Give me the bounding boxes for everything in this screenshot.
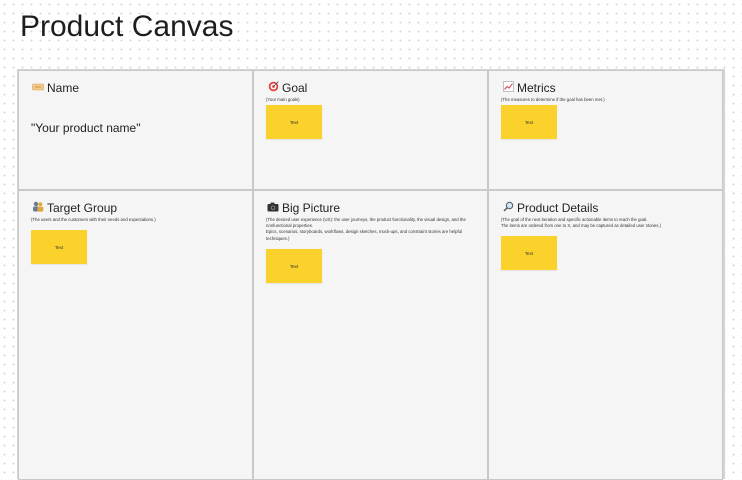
card-description: (The measures to determine if the goal h… [501,97,605,102]
card-name[interactable]: Name "Your product name" [18,70,253,190]
card-title: Goal [282,81,308,95]
name-tag-icon [31,81,45,95]
card-big-picture[interactable]: Big Picture (The desired user experience… [253,190,488,480]
card-goal[interactable]: Goal (Your main goals) Text [253,70,488,190]
people-icon [31,201,45,215]
target-icon [266,81,280,95]
description-line: Epics, scenarios, storyboards, workflows… [266,229,463,241]
card-description: (The goal of the next iteration and spec… [501,217,712,229]
camera-icon [266,201,280,215]
card-title: Target Group [47,201,118,215]
description-line: (The desired user experience (UX): the u… [266,217,466,229]
card-target-group[interactable]: Target Group (The users and the customer… [18,190,253,480]
card-description: (The users and the customers with their … [31,217,156,222]
card-title: Name [47,81,80,95]
card-title: Metrics [517,81,556,95]
sticky-note[interactable]: Text [31,230,87,264]
card-description: (The desired user experience (UX): the u… [266,217,477,242]
sticky-note[interactable]: Text [266,105,322,139]
description-line: The items are ordered from one to X, and… [501,223,662,229]
sticky-note[interactable]: Text [266,249,322,283]
chart-icon [501,81,515,95]
card-title: Big Picture [282,201,341,215]
card-title: Product Details [517,201,599,215]
card-description: (Your main goals) [266,97,300,102]
canvas-board: Name "Your product name" Goal (Your main… [17,69,725,480]
magnifier-icon [501,201,515,215]
card-metrics[interactable]: Metrics (The measures to determine if th… [488,70,723,190]
card-product-details[interactable]: Product Details (The goal of the next it… [488,190,723,480]
product-name-text[interactable]: "Your product name" [31,121,141,135]
description-line: (The goal of the next iteration and spec… [501,217,648,222]
sticky-note[interactable]: Text [501,236,557,270]
page-title: Product Canvas [20,10,234,43]
sticky-note[interactable]: Text [501,105,557,139]
